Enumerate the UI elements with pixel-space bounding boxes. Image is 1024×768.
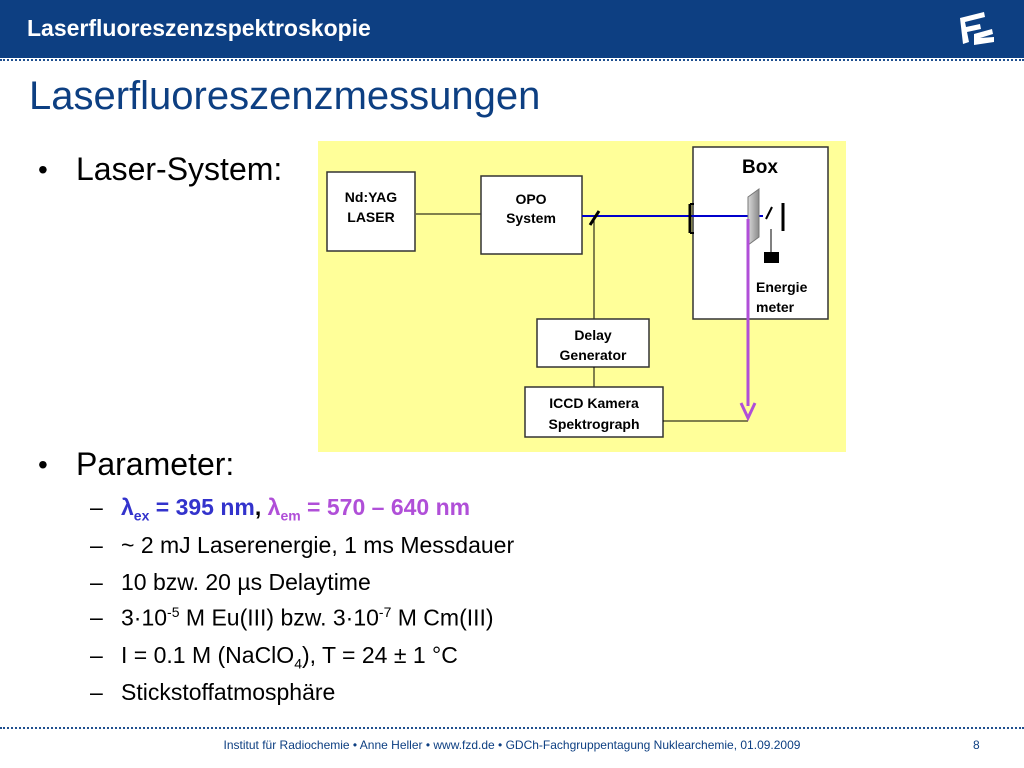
param-energy: ~ 2 mJ Laserenergie, 1 ms Messdauer [121,532,515,558]
box-label: Box [742,157,778,178]
laser-system-diagram: Box Nd:YAG LASER OPO System Energie [318,141,846,452]
entrance-slit [688,203,694,234]
bullet-parameter: Parameter: [76,446,235,482]
iccd-camera: ICCD Kamera Spektrograph [524,386,664,438]
lambda-ex: λex = 395 nm [121,494,255,524]
fzd-logo [960,12,994,45]
param-delaytime: 10 bzw. 20 µs Delaytime [121,569,371,595]
diagram-svg: Box Nd:YAG LASER OPO System Energie [326,146,829,438]
box-enclosure: Box [692,146,829,320]
iccd-label-1: ICCD Kamera [549,395,639,411]
dash: – [90,494,103,520]
nd-yag-laser: Nd:YAG LASER [326,171,416,252]
opo-label-1: OPO [515,191,546,207]
bullet-dot: • [38,154,48,185]
emission-beam [739,219,757,422]
dash: – [90,642,103,668]
slide-title: Laserfluoreszenzmessungen [29,74,541,118]
energie-label-1: Energie [756,279,808,295]
page-number: 8 [973,738,980,752]
section-title: Laserfluoreszenzspektroskopie [27,15,371,41]
small-mirror [765,206,773,220]
energy-meter-head [764,252,779,263]
param-concentration: 3·10-5 M Eu(III) bzw. 3·10-7 M Cm(III) [121,604,494,631]
nd-yag-label-1: Nd:YAG [345,189,397,205]
param-wavelengths: λex = 395 nm, λem = 570 – 640 nm [121,494,470,524]
delay-generator: Delay Generator [536,318,650,368]
dash: – [90,532,103,558]
nd-yag-label-2: LASER [347,209,394,225]
separator: , [254,494,268,520]
bullet-laser-system: Laser-System: [76,151,283,187]
top-divider [0,59,1024,61]
dash: – [90,569,103,595]
bullet-dot: • [38,449,48,480]
iccd-label-2: Spektrograph [548,416,639,432]
dash: – [90,604,103,630]
opo-label-2: System [506,210,556,226]
header-bar: Laserfluoreszenzspektroskopie [0,0,1024,58]
opo-system: OPO System [480,175,583,255]
delay-label-2: Generator [560,347,627,363]
beam-splitter [588,210,601,226]
delay-label-1: Delay [574,327,612,343]
param-atmosphere: Stickstoffatmosphäre [121,679,336,705]
bottom-divider [0,727,1024,729]
param-ionic-strength: I = 0.1 M (NaClO4), T = 24 ± 1 °C [121,642,458,672]
lambda-em: λem = 570 – 640 nm [267,494,471,524]
energie-label-2: meter [756,299,795,315]
footer-text: Institut für Radiochemie • Anne Heller •… [223,738,801,752]
dash: – [90,679,103,705]
cuvette [747,188,760,246]
